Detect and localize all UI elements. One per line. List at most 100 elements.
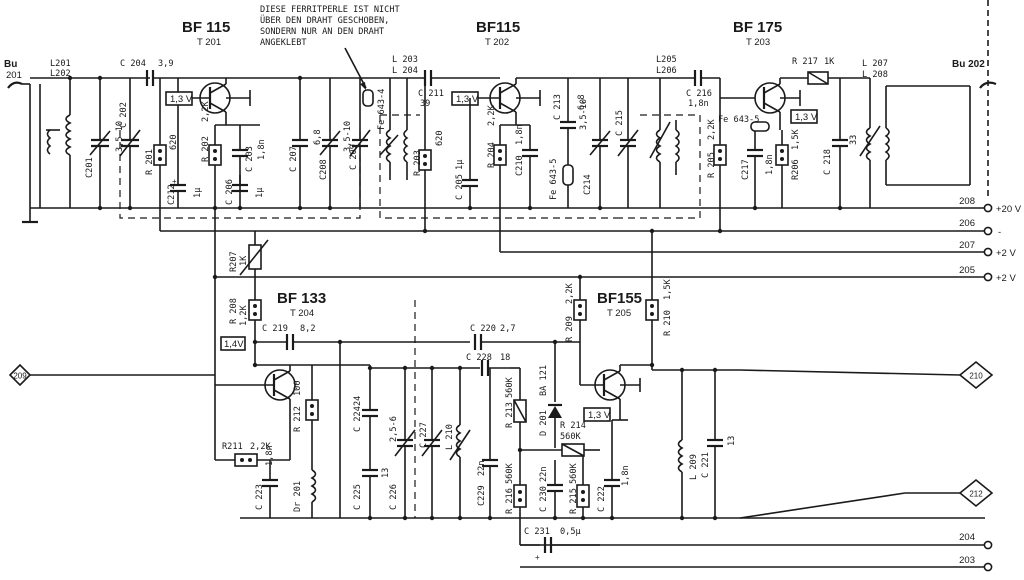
r206-value: 1,5K	[791, 128, 801, 150]
c206-label: C 206	[225, 179, 235, 205]
t205-voltage-box	[583, 407, 611, 422]
t205-type: BF155	[597, 290, 642, 307]
r201-label: R 201	[145, 149, 155, 175]
r216-resistor	[513, 484, 527, 508]
t204-ref: T 204	[290, 308, 314, 319]
r213-value: 560K	[505, 376, 515, 398]
l208-coil-icon	[884, 127, 890, 161]
rail-203-number: 203	[959, 555, 975, 566]
c218-value: 33	[849, 135, 859, 145]
c203-value: 1,8n	[257, 139, 267, 160]
l201-label: L201	[50, 59, 71, 69]
r213-label: R 213	[505, 402, 515, 428]
l205-label: L205	[656, 55, 677, 65]
svg-text:+: +	[535, 553, 540, 562]
r217-label: R 217	[792, 57, 818, 67]
r215-label: R 215	[569, 488, 579, 514]
l206-label: L206	[656, 66, 677, 76]
l209-coil-icon	[677, 439, 684, 473]
fe6434-label: Fe 643-4	[377, 89, 387, 130]
c210-value: 1,8n	[515, 124, 525, 145]
r209-value: 2,2K	[565, 282, 575, 304]
c217-label: C217	[741, 159, 751, 180]
c213-label: C 213	[553, 94, 563, 120]
rail-204-number: 204	[959, 532, 975, 543]
c228-label: C 228	[466, 353, 492, 363]
rail-207-number: 207	[959, 240, 975, 251]
r209-resistor	[573, 299, 587, 321]
c213-value: 6,8	[577, 94, 587, 110]
rail-205-pin	[983, 272, 993, 282]
r201-value: 620	[169, 134, 179, 150]
terminal-209-label: 209	[13, 372, 27, 381]
t201-voltage: 1,3 V	[170, 94, 193, 105]
c222-value: 1,8n	[621, 465, 631, 486]
fe6435a-label: Fe 643-5	[549, 159, 559, 200]
ferrite-bead-icon	[750, 121, 770, 132]
c209-label: C 209	[349, 144, 359, 170]
rail-208-label: +20 V	[996, 204, 1022, 215]
c225-value: 13	[381, 468, 391, 478]
r202-label: R 202	[201, 136, 211, 162]
rail-203-pin	[983, 562, 993, 572]
l209-label: L 209	[689, 454, 699, 480]
rail-205-number: 205	[959, 265, 975, 276]
note-line-2: ÜBER DEN DRAHT GESCHOBEN,	[260, 15, 389, 26]
t202-voltage-box	[451, 91, 479, 106]
rail-205-label: +2 V	[996, 273, 1016, 284]
t205-voltage: 1,3 V	[588, 410, 611, 421]
terminal-210-label: 210	[969, 372, 983, 381]
c220-value: 2,7	[500, 324, 516, 334]
r216-value: 560K	[505, 462, 515, 484]
bu201-label-b: 201	[6, 70, 22, 81]
rail-208-pin	[983, 203, 993, 213]
c208-label: C208	[319, 159, 329, 180]
r212-value: 100	[293, 380, 303, 396]
r212-label: R 212	[293, 406, 303, 432]
terminal-209	[8, 363, 32, 387]
rail-206-label: -	[998, 227, 1001, 238]
c206-value: 1µ	[255, 188, 265, 198]
t203-ref: T 203	[746, 37, 770, 48]
c220-label: C 220	[470, 324, 496, 334]
l208-label: L 208	[862, 70, 888, 80]
oscillator-stage: R207 1K R 208 1,2K BF 133 T 204 1,4V C 2…	[30, 208, 985, 562]
r206-label: R206	[791, 159, 801, 180]
r214-label: R 214	[560, 421, 586, 431]
c202-label: C 202	[119, 102, 129, 128]
c201-trimmer-icon	[89, 130, 111, 156]
r210-resistor	[645, 299, 659, 321]
dr201-choke-icon	[310, 469, 317, 503]
r210-label: R 210	[663, 310, 673, 336]
l207-label: L 207	[862, 59, 888, 69]
rail-204-pin	[983, 540, 993, 550]
r210-value: 1,5K	[663, 278, 673, 300]
c221-label: C 221	[701, 452, 711, 478]
c224-value: 24	[353, 396, 363, 406]
c229-label: C229	[477, 485, 487, 506]
t202-voltage: 1,3 V	[456, 94, 479, 105]
r205-value: 2,2K	[707, 118, 717, 140]
rail-206-number: 206	[959, 218, 975, 229]
bu202-connector-icon	[979, 81, 997, 89]
r211-label: R211	[222, 442, 243, 452]
c223-value: 1,8n	[265, 445, 275, 466]
t201-stage: BF 115 T 201 1,3 V R 202 2,2K C 203 1,8n…	[165, 19, 425, 208]
c223-label: C 223	[255, 484, 265, 510]
svg-text:+: +	[172, 177, 177, 186]
c230-value: 22n	[539, 466, 549, 482]
l210-coil-icon	[455, 424, 462, 458]
c205-label: C 205	[455, 174, 465, 200]
r215-value: 560K	[569, 462, 579, 484]
t201-voltage-box	[165, 91, 193, 106]
t202-ref: T 202	[485, 37, 509, 48]
r203-label: R 203	[413, 150, 423, 176]
l203-coil-icon	[385, 129, 392, 163]
c225-label: C 225	[353, 484, 363, 510]
rail-208-number: 208	[959, 196, 975, 207]
bu201-label-a: Bu	[4, 59, 17, 70]
c204-value: 3,9	[158, 59, 174, 69]
fe6435b-label: Fe 643-5	[718, 115, 759, 125]
t203-voltage: 1,3 V	[795, 112, 818, 123]
c219-label: C 219	[262, 324, 288, 334]
